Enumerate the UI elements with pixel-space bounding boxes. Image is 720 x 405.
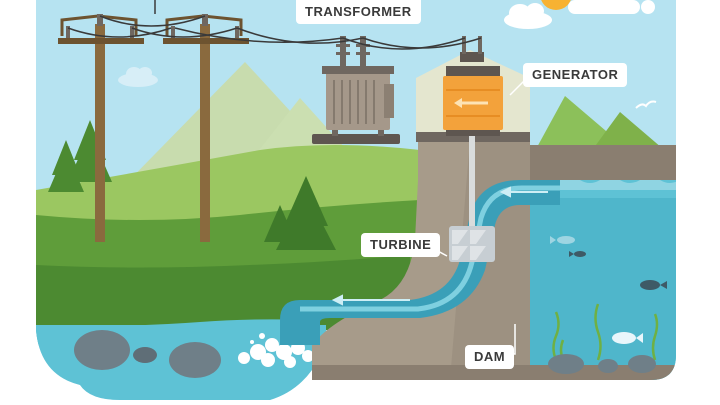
bird-icon [635,100,657,109]
turbine-label: TURBINE [361,233,441,257]
turbine-icon [449,226,495,262]
penstock-water [280,180,560,345]
dam-label: DAM [465,345,515,369]
dam-base [312,365,676,381]
flow-arrow-icon [331,186,548,306]
reservoir-bank [520,145,676,180]
generator-label: GENERATOR [523,63,628,87]
transformer-label: TRANSFORMER [296,0,421,24]
generator-icon [443,36,503,136]
rocks-lake [74,330,221,378]
fish-icon [550,236,667,344]
tree-icon-right [264,176,336,250]
cloud-icon [504,0,655,29]
rocks-reservoir [548,354,656,374]
power-lines [67,0,482,50]
sun-icon [540,0,572,10]
transformer-icon [312,36,400,144]
seaweed [552,303,659,361]
turbine-shaft [469,136,475,246]
cloud-icon-small [118,67,158,87]
